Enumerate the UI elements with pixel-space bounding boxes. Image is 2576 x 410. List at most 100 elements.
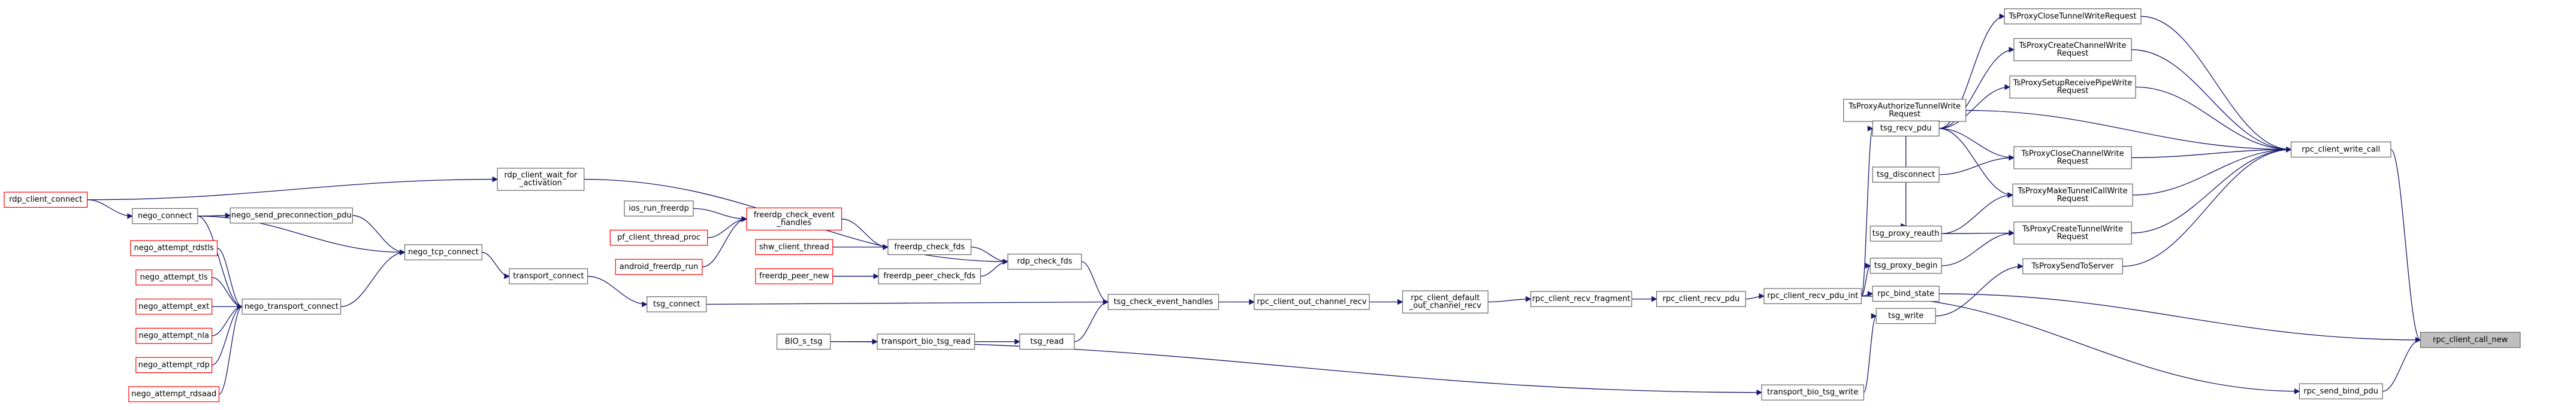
node-label: android_freerdp_run [620,262,698,271]
arrow-head [642,301,648,308]
node-label: TsProxySetupReceivePipeWrite [2013,78,2133,87]
node-box [1254,294,1370,310]
node-nego-attempt-nla[interactable]: nego_attempt_nla [135,327,213,344]
node-rdp-client-wait-for-activation[interactable]: rdp_client_wait_for_activation [497,168,585,191]
node-rdp-client-connect[interactable]: rdp_client_connect [4,192,88,208]
node-box [2012,183,2133,207]
node-box [1870,226,1942,242]
node-box [135,357,213,373]
call-edge [340,251,405,307]
node-rdp-check-fds[interactable]: rdp_check_fds [1007,253,1082,270]
node-label: TsProxySendToServer [2031,262,2114,271]
node-label: tsg_write [1888,311,1923,320]
call-edge [707,218,747,238]
node-rpc-client-out-channel-recv[interactable]: rpc_client_out_channel_recv [1254,294,1370,310]
node-label: nego_connect [138,212,192,221]
node-box [877,333,976,350]
node-label: rpc_client_recv_pdu [1663,294,1740,303]
node-nego-attempt-rdp[interactable]: nego_attempt_rdp [135,357,213,373]
node-rpc-client-default-out-channel-recv[interactable]: rpc_client_default_out_channel_recv [1402,290,1488,314]
node-transport-bio-tsg-write[interactable]: transport_bio_tsg_write [1761,384,1864,401]
node-tsg-connect[interactable]: tsg_connect [647,296,707,312]
node-tsg-disconnect[interactable]: tsg_disconnect [1872,166,1940,183]
node-label: rpc_client_call_new [2433,335,2508,344]
node-box [130,240,218,256]
node-android-freerdp-run[interactable]: android_freerdp_run [615,259,703,275]
node-freerdp-check-fds[interactable]: freerdp_check_fds [887,239,972,256]
node-nego-attempt-rdstls[interactable]: nego_attempt_rdstls [130,240,218,256]
node-nego-attempt-ext[interactable]: nego_attempt_ext [135,299,213,315]
node-TsProxyCloseTunnelWriteRequest[interactable]: TsProxyCloseTunnelWriteRequest [2004,8,2142,25]
call-edge [1965,110,2291,150]
node-label: nego_attempt_rdp [138,360,210,369]
node-rpc-client-call-new[interactable]: rpc_client_call_new [2420,332,2521,348]
call-edge [1939,293,2421,341]
node-freerdp-peer-check-fds[interactable]: freerdp_peer_check_fds [878,268,981,284]
call-edge [2136,86,2291,150]
call-edge [212,306,243,366]
call-edge [1488,298,1531,303]
node-nego-transport-connect[interactable]: nego_transport_connect [241,299,342,315]
arrow-head [1871,313,1877,319]
node-box [777,333,831,350]
node-label: tsg_disconnect [1877,170,1935,179]
node-freerdp-check-event-handles[interactable]: freerdp_check_event_handles [746,207,842,231]
call-edge [830,341,1762,393]
arrow-head [1397,299,1403,305]
node-nego-connect[interactable]: nego_connect [132,208,198,224]
node-box [624,201,694,217]
node-label: rpc_client_recv_pdu_int [1767,291,1858,300]
node-label: Request [2057,86,2089,95]
node-label: tsg_connect [653,300,700,309]
node-label: nego_send_preconnection_pdu [231,211,352,220]
call-edge [217,248,243,307]
node-rpc-client-recv-pdu[interactable]: rpc_client_recv_pdu [1656,291,1746,307]
node-BIO-s-tsg[interactable]: BIO_s_tsg [777,333,831,350]
node-label: rpc_bind_state [1877,289,1934,298]
node-tsg-check-event-handles[interactable]: tsg_check_event_handles [1107,294,1219,310]
node-label: nego_tcp_connect [408,248,479,257]
node-shw-client-thread[interactable]: shw_client_thread [755,239,833,256]
node-label: TsProxyCloseChannelWrite [2021,149,2124,158]
node-transport-bio-tsg-read[interactable]: transport_bio_tsg_read [877,333,976,350]
node-rpc-client-recv-fragment[interactable]: rpc_client_recv_fragment [1530,291,1632,307]
node-box [132,208,198,224]
arrow-head [2004,84,2011,90]
node-freerdp-peer-new[interactable]: freerdp_peer_new [755,268,833,284]
node-tsg-recv-pdu[interactable]: tsg_recv_pdu [1872,120,1940,136]
node-box [135,269,213,286]
node-tsg-proxy-begin[interactable]: tsg_proxy_begin [1870,257,1942,274]
node-nego-attempt-tls[interactable]: nego_attempt_tls [135,269,213,286]
node-tsg-read[interactable]: tsg_read [1019,333,1075,350]
node-ios-run-freerdp[interactable]: ios_run_freerdp [624,201,694,217]
node-rpc-bind-state[interactable]: rpc_bind_state [1872,286,1940,302]
node-rpc-client-recv-pdu-int[interactable]: rpc_client_recv_pdu_int [1763,288,1862,305]
node-box [1763,288,1862,305]
node-rpc-send-bind-pdu[interactable]: rpc_send_bind_pdu [2299,383,2383,400]
node-label: ios_run_freerdp [629,204,688,213]
node-tsg-write[interactable]: tsg_write [1876,308,1936,324]
node-nego-attempt-rdsaad[interactable]: nego_attempt_rdsaad [128,386,220,402]
node-box [4,192,88,208]
node-label: rpc_client_out_channel_recv [1257,297,1367,306]
call-edge [706,301,1109,305]
node-box [1656,291,1746,307]
node-TsProxySendToServer[interactable]: TsProxySendToServer [2022,258,2123,275]
node-tsg-proxy-reauth[interactable]: tsg_proxy_reauth [1870,226,1942,242]
call-edge [1939,128,2014,159]
node-pf-client-thread-proc[interactable]: pf_client_thread_proc [609,229,708,246]
call-edge [1861,128,1873,297]
node-nego-send-preconnection-pdu[interactable]: nego_send_preconnection_pdu [229,207,353,224]
call-edge [1939,86,2010,129]
node-label: rdp_client_wait_for [504,171,578,180]
node-box [2013,146,2132,169]
node-nego-tcp-connect[interactable]: nego_tcp_connect [404,244,482,260]
node-transport-connect[interactable]: transport_connect [509,268,588,284]
node-rpc-client-write-call[interactable]: rpc_client_write_call [2290,141,2391,158]
